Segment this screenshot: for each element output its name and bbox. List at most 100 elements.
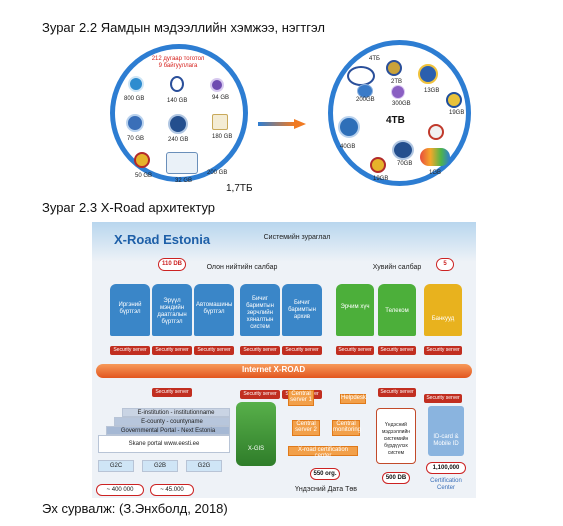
org-logo-1 (128, 76, 144, 92)
public-count: 110 DB (158, 258, 186, 271)
figure-2-3-caption: Зураг 2.3 X-Road архитектур (42, 200, 216, 215)
security-server: Security server (282, 346, 322, 355)
db-civil-registry: Иргэний бүртгэл (110, 284, 150, 336)
private-count: 5 (436, 258, 454, 271)
db-label: Телеком (385, 308, 409, 314)
left-size-9: 200 GB (207, 170, 228, 176)
security-server: Security server (378, 388, 416, 397)
org-logo-7 (134, 152, 150, 168)
data-center-text: Үндэсний мэдээллийн системийн бүрдүүлэх … (381, 422, 411, 456)
data-center-count: 500 DB (382, 472, 410, 484)
portal-g2c: G2C (98, 460, 134, 472)
left-size-3: 94 GB (212, 95, 230, 101)
db-archive: Бичиг баримтын архив (282, 284, 322, 336)
arrow-right-icon (258, 119, 306, 129)
org-logo-r4 (357, 84, 373, 98)
left-size-6: 180 GB (212, 134, 233, 140)
national-data-center-label: Үндэсний Дата Төв (295, 486, 357, 493)
db-banks: Банкууд (424, 284, 462, 336)
xroad-architecture-diagram: X-Road Estonia Системийн зураглал 110 DB… (92, 222, 476, 498)
right-size-1: 4TБ (369, 56, 380, 62)
org-count: 550 org. (310, 468, 340, 480)
left-header-line-1: 212 дугаар тоготол (151, 56, 205, 62)
db-energy: Эрчим хүч (336, 284, 374, 336)
portal-county: E-county - countyname (114, 417, 230, 426)
x-gis-label: X-GIS (247, 446, 265, 452)
org-logo-r3 (418, 64, 438, 84)
right-size-6: 19GB (449, 110, 465, 116)
db-document-control: Бичиг баримтын зөрчлийн хяналтын систем (240, 284, 280, 336)
security-server: Security server (424, 394, 462, 403)
right-size-3: 200GB (356, 97, 375, 103)
db-vehicle-registry: Автомашины бүртгэл (194, 284, 234, 336)
right-size-9: 19GB (373, 176, 389, 182)
public-sector-label: Олон нийтийн салбар (206, 264, 278, 271)
g2c-count: ~ 400 000 (96, 484, 144, 496)
source-caption: Эх сурвалж: (З.Энхболд, 2018) (42, 501, 228, 516)
id-count: 1,100,000 (426, 462, 466, 474)
db-telecom: Телеком (378, 284, 416, 336)
db-label: Бичиг баримтын архив (288, 300, 316, 320)
security-server: Security server (152, 346, 192, 355)
left-size-4: 70 GB (127, 136, 145, 142)
left-circle-header: 212 дугаар тоготол 9 байгууллага (148, 56, 208, 70)
org-logo-3 (210, 78, 224, 92)
left-size-8: 32 GB (175, 178, 193, 184)
db-label: Банкууд (431, 316, 455, 322)
g2b-count: ~ 45.000 (150, 484, 194, 496)
db-label: Эрчим хүч (340, 304, 370, 310)
left-size-1: 800 GB (124, 96, 145, 102)
security-server: Security server (240, 346, 280, 355)
x-gis-db (236, 402, 276, 466)
left-total: 1,7ТБ (226, 183, 253, 194)
portal-institution: E-institution - institutionname (122, 408, 230, 417)
system-label: Системийн зураглал (263, 234, 331, 241)
xroad-bus-label: Internet X-ROAD (242, 365, 306, 374)
right-total: 4TB (386, 115, 405, 126)
right-size-8: 70GB (397, 161, 413, 167)
id-card-label: ID-card & Mobile ID (433, 434, 459, 447)
portal-g2b: G2B (142, 460, 178, 472)
left-header-line-2: 9 байгууллага (158, 63, 198, 69)
right-size-4: 300GB (392, 101, 411, 107)
org-logo-5 (168, 114, 188, 134)
diagram-sky (92, 222, 476, 262)
right-size-2: 2TB (391, 79, 403, 85)
security-server: Security server (194, 346, 234, 355)
org-logo-r5 (391, 85, 405, 99)
certification-center-label: Certification Center (430, 478, 462, 491)
left-size-5: 240 GB (168, 137, 189, 143)
left-size-7: 50 GB (135, 173, 153, 179)
security-server: Security server (378, 346, 416, 355)
data-center-db (376, 408, 416, 464)
portal-governmental: Governmental Portal - Next Estonia (106, 426, 230, 435)
portal-eesti: Skane portal www.eesti.ee (98, 435, 230, 453)
db-label: Бичиг баримтын зөрчлийн хяналтын систем (246, 296, 274, 330)
right-size-7: 40GB (340, 144, 356, 150)
portal-g2g: G2G (186, 460, 222, 472)
org-logo-r1 (347, 66, 375, 86)
right-size-10: 1GB (429, 170, 442, 176)
org-logo-r11 (420, 148, 450, 166)
org-logo-6 (212, 114, 228, 130)
security-server: Security server (424, 346, 462, 355)
security-server: Security server (110, 346, 150, 355)
org-logo-4 (126, 114, 144, 132)
org-logo-r7 (338, 116, 360, 138)
security-server: Security server (240, 390, 280, 399)
db-label: Автомашины бүртгэл (196, 302, 233, 315)
certification-center-box: X-road certification center (288, 446, 358, 459)
right-size-5: 13GB (424, 88, 440, 94)
db-label: Эрүүл мэндийн даатгалын бүртгэл (157, 298, 187, 325)
org-logo-8 (166, 152, 198, 174)
security-server: Security server (152, 388, 192, 397)
org-logo-r6 (446, 92, 462, 108)
org-logo-r8 (392, 140, 414, 160)
org-logo-2 (170, 76, 184, 92)
central-server-1: Central server 1 (288, 390, 314, 406)
xroad-bus (96, 364, 472, 378)
id-card-panel (428, 406, 464, 456)
org-logo-r10 (370, 157, 386, 173)
db-health-insurance: Эрүүл мэндийн даатгалын бүртгэл (152, 284, 192, 336)
private-sector-label: Хувийн салбар (372, 264, 422, 271)
